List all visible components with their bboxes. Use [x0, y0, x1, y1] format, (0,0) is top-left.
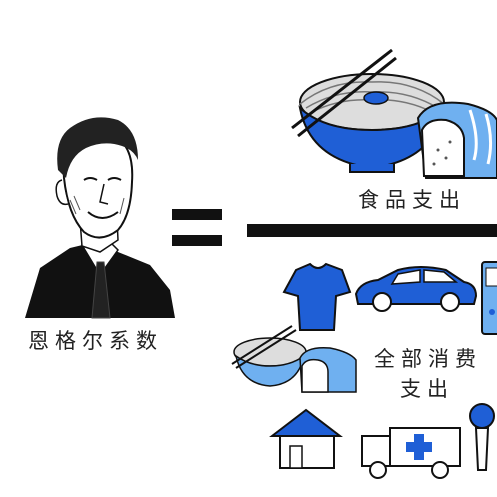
- portrait-engel: [25, 117, 175, 319]
- left-label: 恩格尔系数: [28, 329, 163, 353]
- noodle-bowl-icon: [231, 325, 307, 387]
- chopsticks-icon: [291, 48, 397, 138]
- bread-loaf-icon: [299, 346, 357, 393]
- microphone-icon: [469, 403, 495, 471]
- equals-sign: [172, 209, 222, 246]
- denominator-label-line1: 全部消费: [374, 347, 482, 371]
- fraction-bar: [247, 224, 497, 237]
- house-icon: [269, 408, 343, 469]
- phone-icon: [481, 261, 497, 335]
- denominator-label-line2: 支出: [400, 377, 454, 401]
- numerator-label: 食品支出: [358, 188, 466, 212]
- tshirt-icon: [282, 262, 352, 331]
- car-icon: [354, 266, 478, 312]
- noodle-bowl-icon: [298, 73, 446, 173]
- ambulance-icon: [361, 427, 461, 479]
- bread-loaf-icon: [416, 101, 497, 179]
